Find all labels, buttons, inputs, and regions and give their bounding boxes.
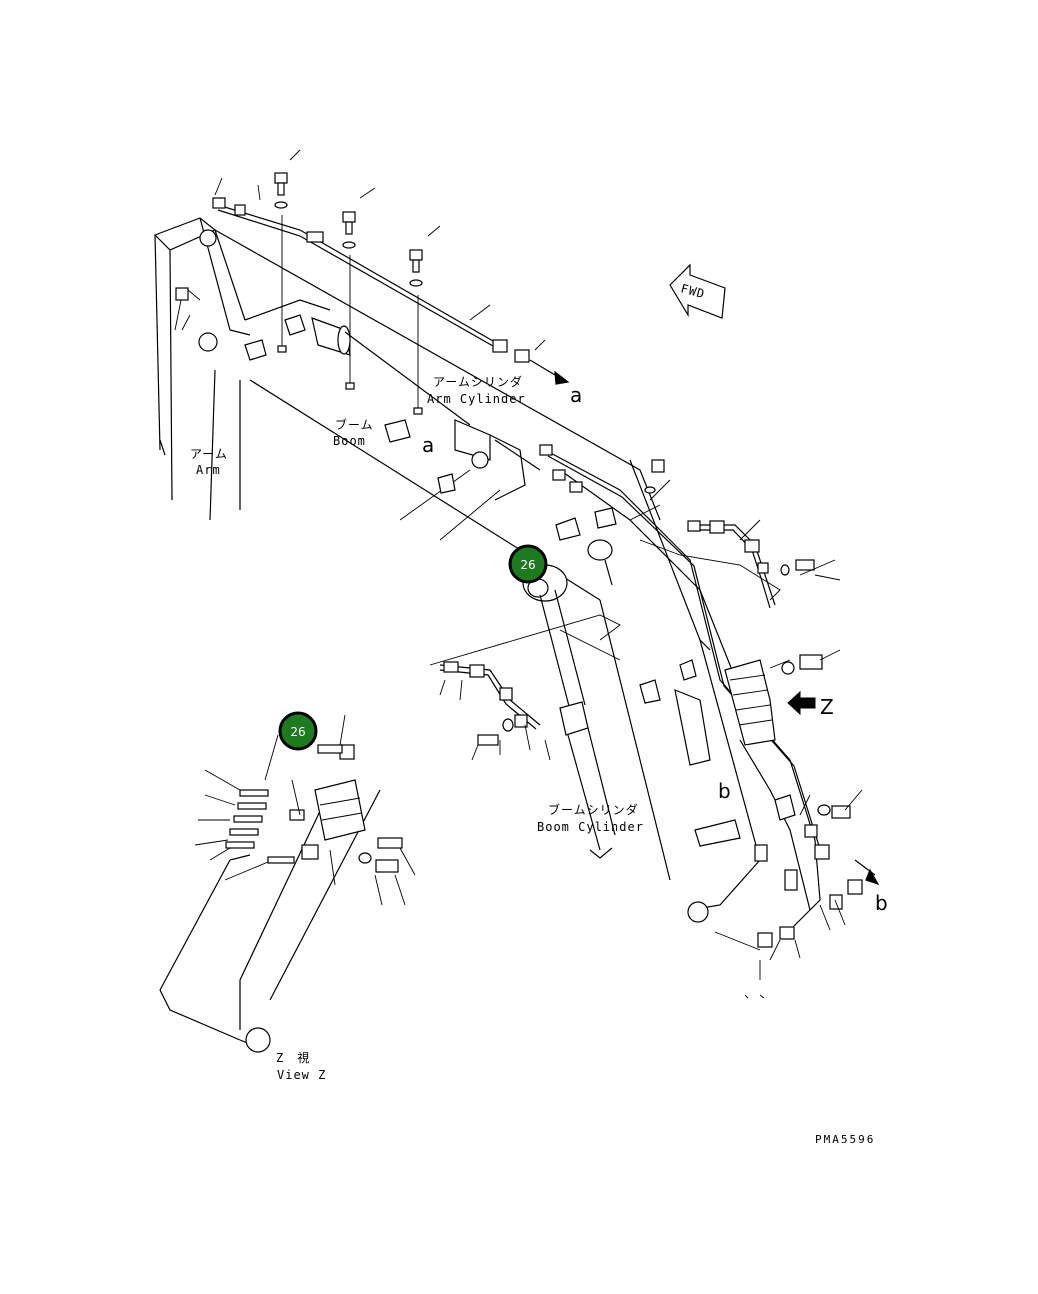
drawing-code: PMA5596 [815,1133,875,1146]
boom-side-piping [539,444,880,999]
fwd-label: FWD [679,281,706,301]
callout-number[interactable]: 26 [520,558,535,572]
marker-b-right: b [875,891,888,915]
z-view-arrow [787,690,816,716]
callout-circle[interactable] [508,544,548,584]
arm-cylinder-label-jp: アームシリンダ [433,374,523,389]
callout-26-boom-cylinder[interactable]: 26 [508,544,548,584]
arm-label-jp: アーム [190,447,228,461]
arm-structure [153,217,251,521]
bolt-row-view-z [225,789,295,864]
bolt-group-top [274,172,423,287]
callout-circle[interactable] [278,711,318,751]
arm-label-en: Arm [196,463,221,477]
boom-cylinder-label-jp: ブームシリンダ [548,802,639,817]
leader-lines [181,177,863,961]
boom-cylinder-label-en: Boom Cylinder [537,820,644,834]
callout-26-view-z[interactable]: 26 [278,711,318,751]
middle-hose [429,614,621,746]
boom-label-jp: ブーム [335,417,374,432]
view-z-illustration [159,714,416,1053]
boom-label-en: Boom [333,434,366,448]
marker-z: Z [820,695,834,719]
view-z-label-en: View Z [277,1068,326,1082]
callout-number[interactable]: 26 [290,725,305,739]
view-z-label-jp: Z 視 [276,1050,310,1065]
upper-hydraulic-line [212,149,570,494]
marker-b-left: b [718,779,731,803]
text-labels: アームシリンダ Arm Cylinder ブーム Boom アーム Arm ブー… [190,374,888,1146]
marker-a-lower: a [422,433,434,457]
marker-a-upper: a [570,383,582,407]
fwd-indicator: FWD [669,263,726,319]
arm-cylinder-label-en: Arm Cylinder [427,392,526,406]
arm-cylinder [311,317,541,501]
